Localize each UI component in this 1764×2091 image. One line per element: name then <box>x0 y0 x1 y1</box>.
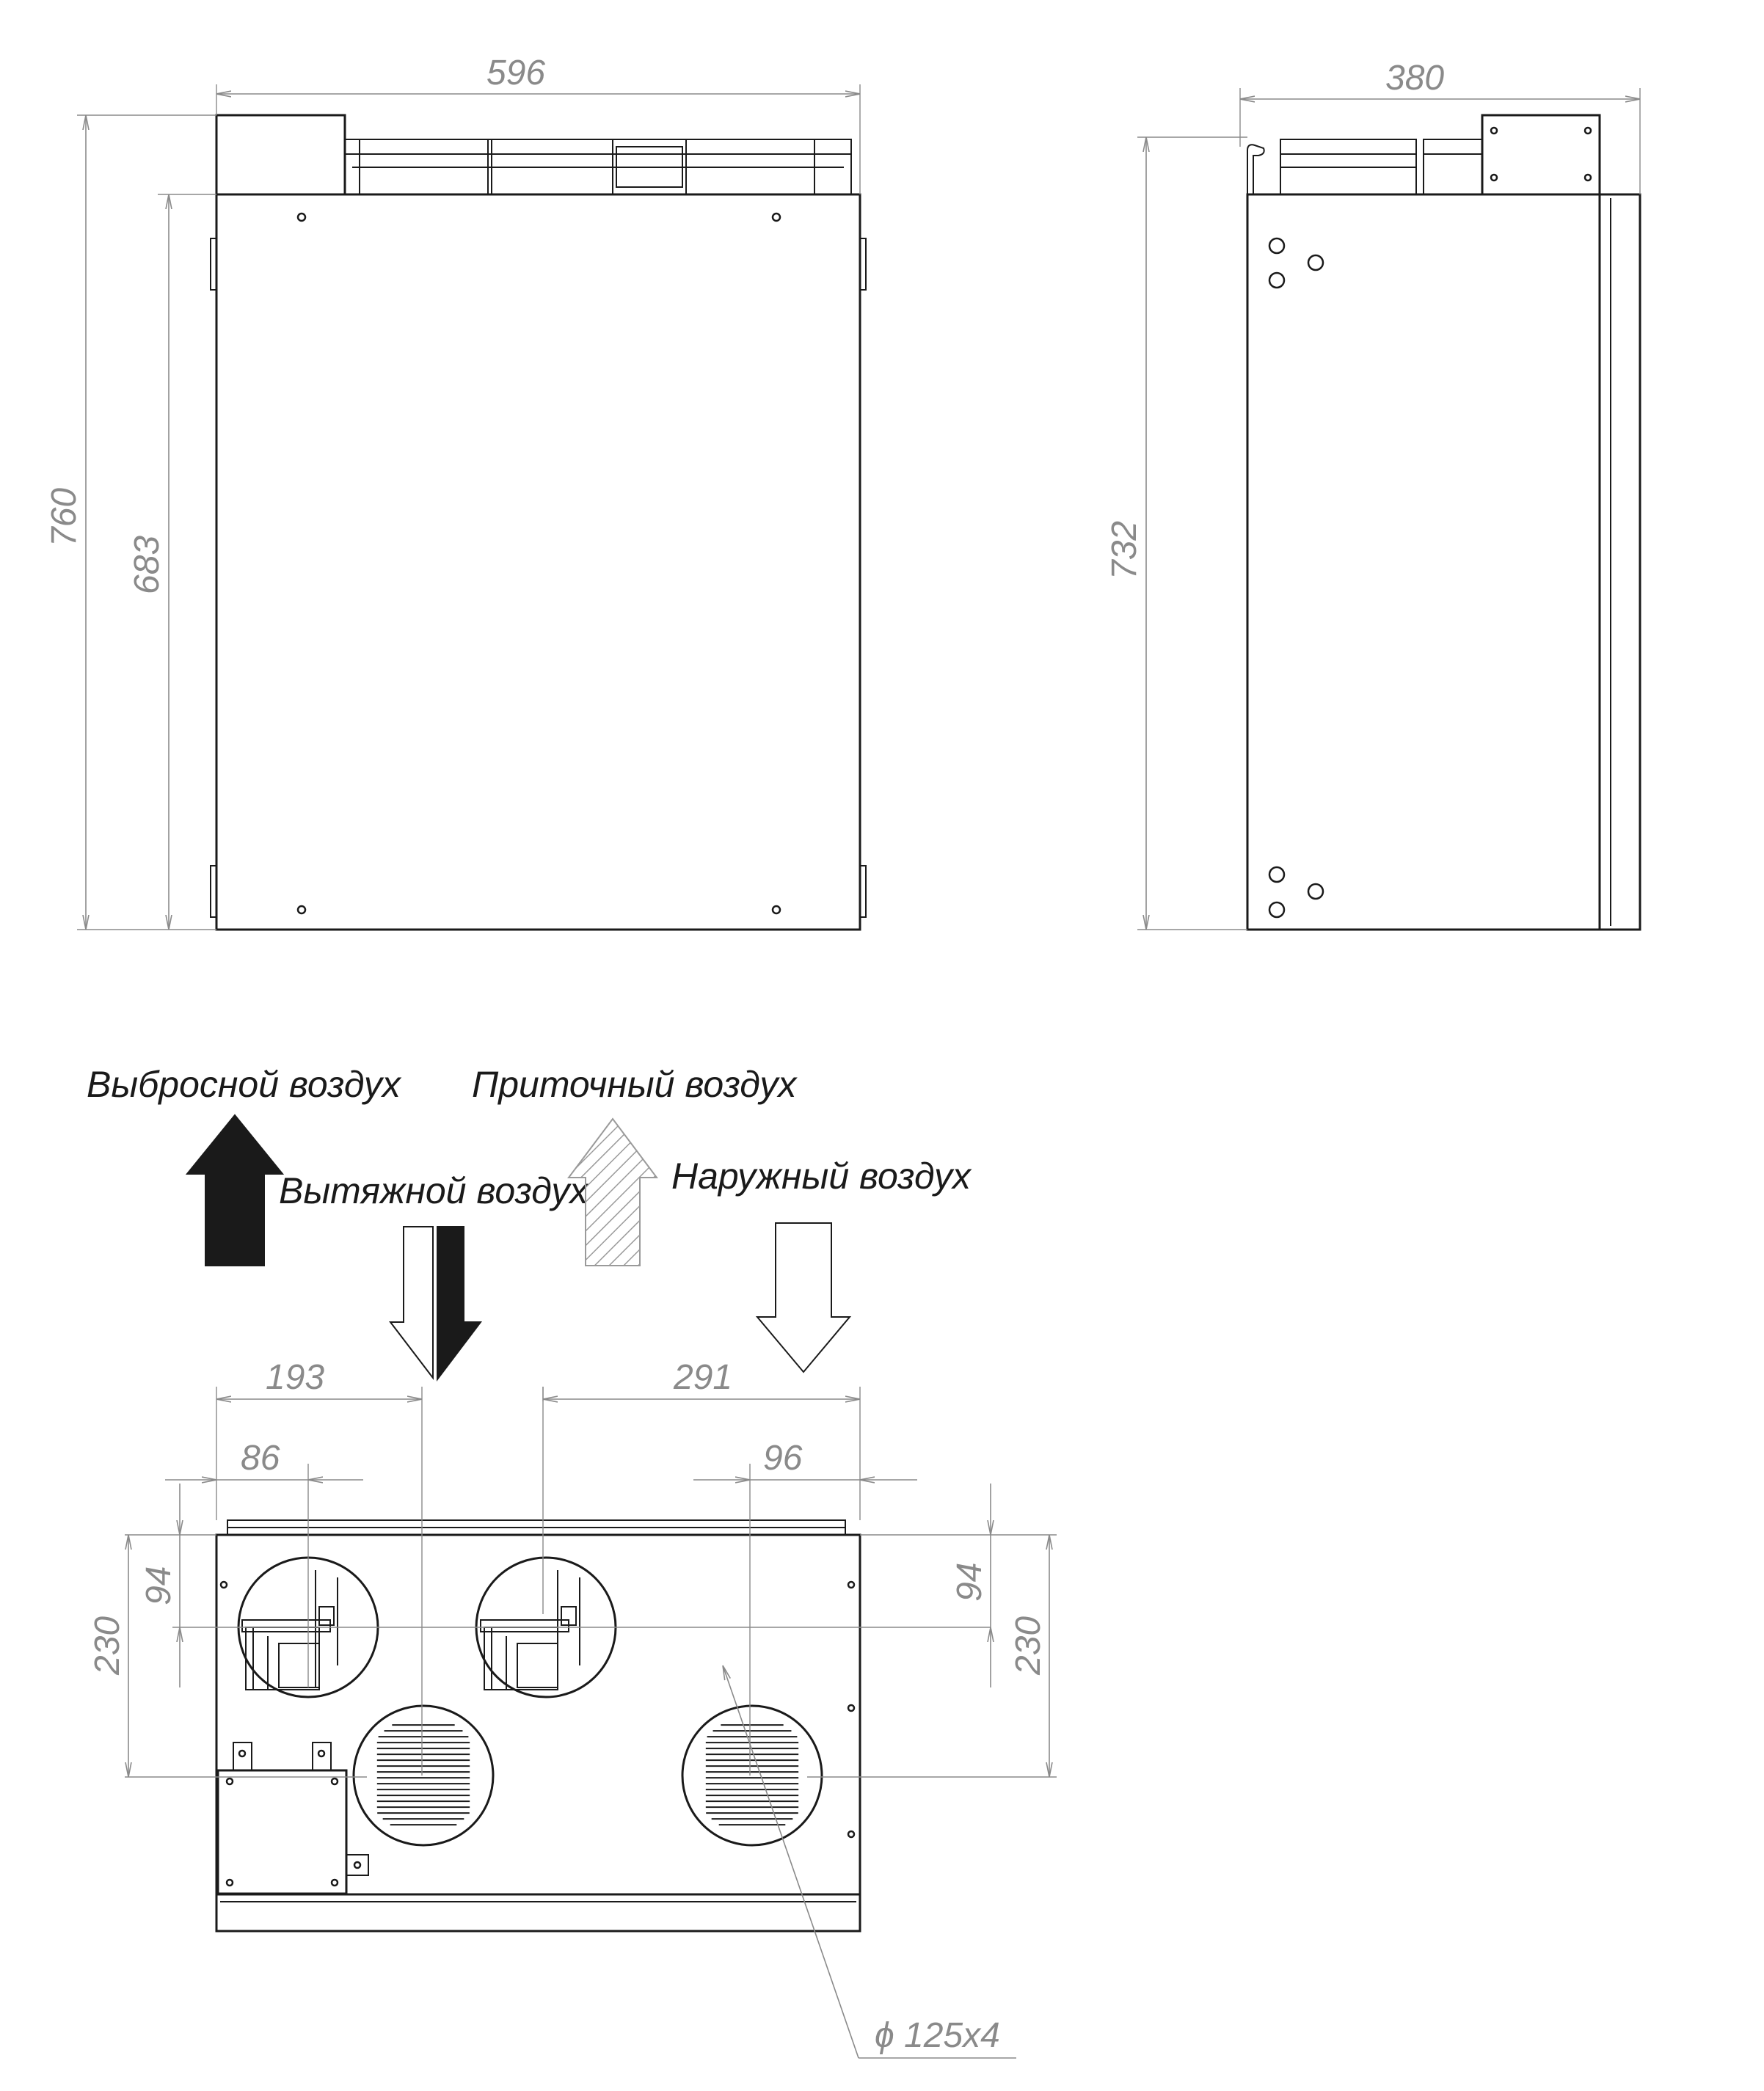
dim-top-230-left: 230 <box>88 1616 127 1676</box>
spigot-outdoor-grille <box>681 1704 823 1847</box>
arrow-up-black-icon <box>185 1114 285 1266</box>
mount-hole-icon <box>1307 883 1324 900</box>
dim-front-width: 596 <box>486 54 545 92</box>
mount-hole-icon <box>1268 237 1286 255</box>
hook <box>1247 144 1265 194</box>
label-outdoor-air: Наружный воздух <box>671 1156 972 1197</box>
electrical-box <box>216 1769 348 1895</box>
dim-front-height-body: 683 <box>128 536 167 594</box>
screw-icon <box>771 905 781 915</box>
dim-top-96: 96 <box>763 1439 803 1478</box>
label-extract-air: Вытяжной воздух <box>279 1170 589 1211</box>
arrow-down-white-half-icon <box>388 1226 434 1380</box>
grille-rim <box>681 1704 823 1847</box>
label-exhaust-air: Выбросной воздух <box>87 1064 402 1105</box>
dim-side-depth: 380 <box>1385 59 1444 98</box>
dim-top-291: 291 <box>673 1358 732 1397</box>
dim-top-94-left: 94 <box>139 1566 178 1605</box>
arrow-down-white-icon <box>755 1222 852 1373</box>
screw-icon <box>296 905 307 915</box>
label-supply-air: Приточный воздух <box>472 1064 798 1105</box>
air-flow-legend: Выбросной воздух Приточный воздух Вытяжн… <box>87 1064 972 1382</box>
top-front-panel <box>215 1893 861 1933</box>
front-view: 596 760 683 <box>45 54 867 931</box>
arrow-down-black-half-icon <box>437 1226 483 1382</box>
dim-top-86: 86 <box>241 1439 280 1478</box>
front-body <box>215 193 861 931</box>
grille-rim <box>352 1704 495 1847</box>
mount-hole-icon <box>1268 866 1286 883</box>
dim-top-193: 193 <box>266 1358 324 1397</box>
dim-top-230-right: 230 <box>1009 1616 1048 1676</box>
mount-hole-icon <box>1268 901 1286 919</box>
side-top-box <box>1481 114 1601 196</box>
mount-hole-icon <box>1268 271 1286 289</box>
top-view: 193 291 86 96 94 230 94 230 <box>88 1358 1057 2059</box>
side-view: 380 732 <box>1105 59 1641 931</box>
side-door <box>1598 193 1641 931</box>
screw-icon <box>771 212 781 222</box>
arrow-up-hatched-icon <box>567 1117 658 1266</box>
mount-hole-icon <box>1307 254 1324 271</box>
spigot-extract-grille <box>352 1704 495 1847</box>
side-body <box>1246 193 1601 931</box>
dim-side-height: 732 <box>1105 521 1144 580</box>
dim-top-94-right: 94 <box>950 1563 989 1602</box>
screw-icon <box>296 212 307 222</box>
front-top-box <box>215 114 346 196</box>
dim-diameter: ϕ 125x4 <box>875 2016 1000 2055</box>
dim-front-height-total: 760 <box>45 488 84 547</box>
